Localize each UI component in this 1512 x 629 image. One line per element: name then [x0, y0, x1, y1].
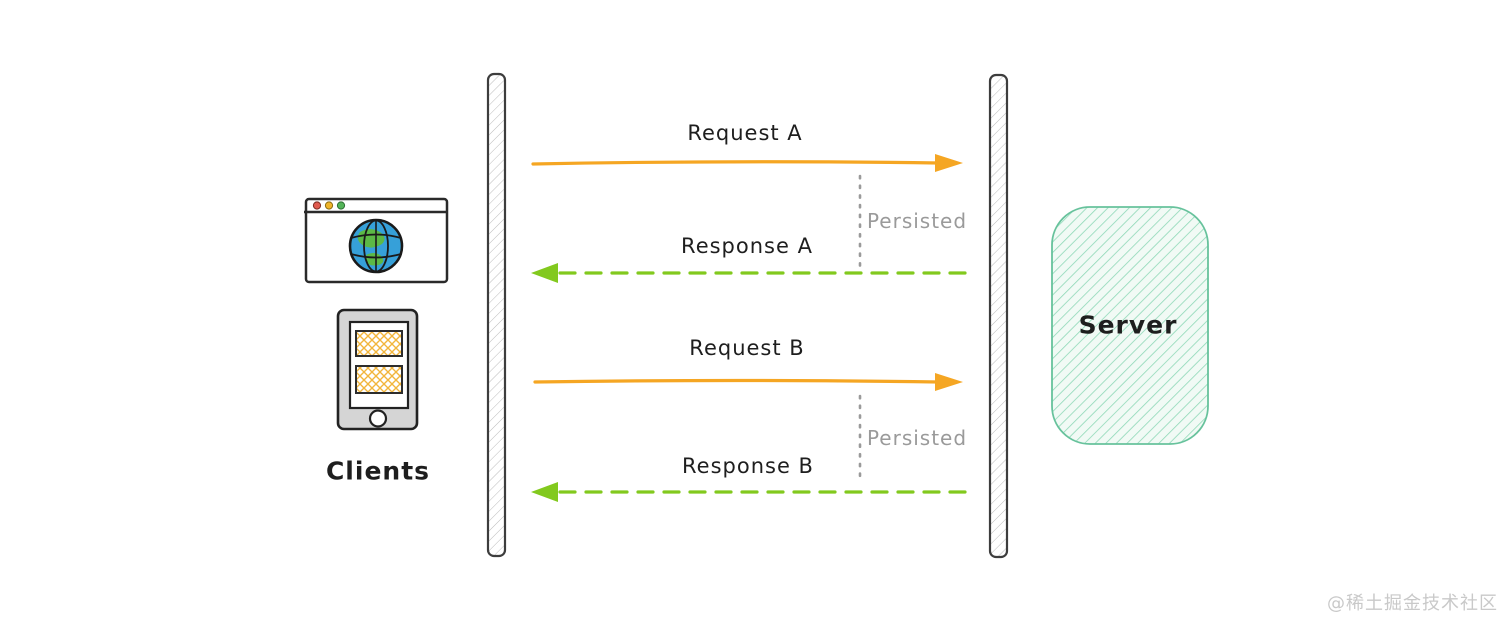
response-a-label: Response A: [681, 234, 813, 258]
clients-label: Clients: [325, 456, 431, 486]
server-label: Server: [1078, 310, 1178, 340]
arrowhead-left-icon: [531, 482, 558, 502]
arrowhead-right-icon: [935, 373, 963, 391]
request-a-label: Request A: [687, 121, 803, 145]
phone-screen-block: [355, 330, 403, 357]
lifeline-client: [486, 72, 507, 558]
traffic-dot-red: [312, 201, 322, 210]
phone-home-button: [368, 409, 388, 428]
request-b-label: Request B: [689, 336, 805, 360]
globe-icon: [348, 218, 404, 274]
persisted-label-2: Persisted: [866, 426, 968, 450]
response-b-label: Response B: [682, 454, 814, 478]
mobile-phone-icon: [336, 308, 419, 431]
persisted-label-1: Persisted: [866, 209, 968, 233]
response-b-arrow: [531, 482, 967, 502]
request-b-arrow: [533, 373, 963, 391]
arrowhead-right-icon: [935, 154, 963, 172]
arrowhead-left-icon: [531, 263, 558, 283]
phone-screen-block: [355, 365, 403, 394]
traffic-dot-yellow: [324, 201, 334, 210]
lifeline-server: [988, 73, 1009, 559]
browser-window-icon: [304, 197, 449, 284]
traffic-dot-green: [336, 201, 346, 210]
response-a-arrow: [531, 263, 967, 283]
request-a-arrow: [531, 154, 963, 172]
watermark: @稀土掘金技术社区: [1327, 593, 1498, 614]
server-box: [1051, 206, 1209, 445]
